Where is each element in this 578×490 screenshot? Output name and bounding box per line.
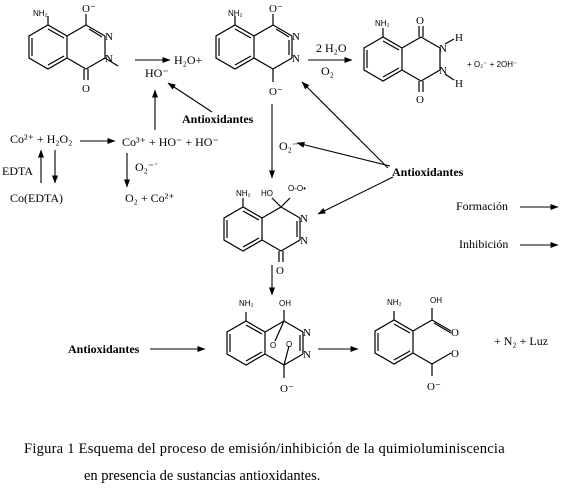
label-antioxidantes-right: Antioxidantes bbox=[392, 165, 464, 179]
reagent-2h2o: 2 H₂O bbox=[316, 41, 347, 55]
molecule-luminol-dianion bbox=[215, 14, 293, 82]
legend-inhibicion: Inhibición bbox=[459, 237, 508, 251]
product-o2-oh: + O₂⁻ + 2OH⁻ bbox=[467, 60, 517, 69]
atom-nh2: NH₂ bbox=[387, 298, 402, 307]
atom-o-minus: O⁻ bbox=[82, 3, 96, 15]
arrow-inhibit-o2 bbox=[296, 141, 391, 167]
atom-nh2: NH₂ bbox=[375, 19, 390, 28]
atom-nh2: NH₂ bbox=[236, 189, 251, 198]
caption-line-1: Figura 1 Esquema del proceso de emisión/… bbox=[24, 441, 505, 457]
atom-n: N bbox=[292, 31, 300, 43]
caption-line-2: en presencia de sustancias antioxidantes… bbox=[84, 468, 321, 484]
atom-h: H bbox=[455, 32, 463, 44]
atom-o: O bbox=[82, 83, 90, 95]
atom-o-minus: O⁻ bbox=[269, 3, 283, 15]
molecule-endoperoxide bbox=[226, 310, 304, 378]
product-o2: O₂ bbox=[321, 64, 334, 78]
molecule-hydroperoxide bbox=[223, 197, 301, 262]
atom-n: N bbox=[439, 43, 447, 55]
reagent-co2-h2o2: Co²⁺ + H₂O₂ bbox=[10, 132, 72, 146]
atom-n: N bbox=[303, 349, 311, 361]
atom-o: O bbox=[286, 340, 292, 349]
molecule-luminol-anion bbox=[28, 14, 119, 80]
atom-o: O bbox=[270, 341, 276, 350]
atom-oh: OH bbox=[430, 296, 442, 305]
product-h2o: H₂O+ bbox=[174, 53, 203, 67]
intermediate-co3-ho: Co³⁺ + HO⁻ + HO⁻ bbox=[122, 135, 219, 149]
molecule-luminol bbox=[363, 26, 455, 92]
atom-nh2: NH₂ bbox=[33, 9, 48, 18]
reagent-ho-minus: HO⁻ bbox=[145, 66, 169, 80]
atom-nh2: NH₂ bbox=[228, 9, 243, 18]
atom-o: O bbox=[451, 348, 459, 360]
atom-n: N bbox=[105, 31, 113, 43]
atom-n: N bbox=[105, 53, 113, 65]
species-o2-radical-mid: O₂⁻ bbox=[279, 139, 298, 153]
arrow-inhibit-dianion bbox=[301, 81, 389, 169]
atom-o-minus: O⁻ bbox=[269, 86, 283, 98]
label-antioxidantes-top: Antioxidantes bbox=[182, 112, 254, 126]
atom-oh: OH bbox=[279, 299, 291, 308]
species-o2-radical: O₂⁻˙ bbox=[135, 160, 158, 174]
atom-h: H bbox=[455, 78, 463, 90]
product-o2-co2: O₂ + Co²⁺ bbox=[125, 191, 175, 205]
atom-n: N bbox=[292, 53, 300, 65]
reaction-scheme: NH₂ O⁻ O N N NH₂ O⁻ O⁻ N N bbox=[2, 3, 559, 395]
atom-o: O bbox=[416, 15, 424, 27]
product-n2-light: + N₂ + Luz bbox=[494, 334, 548, 348]
reagent-edta: EDTA bbox=[2, 164, 33, 178]
atom-n: N bbox=[439, 65, 447, 77]
atom-o: O bbox=[276, 265, 284, 277]
atom-o-minus: O⁻ bbox=[280, 383, 294, 395]
atom-o-o-dot: O-O• bbox=[288, 184, 306, 193]
atom-ho: HO bbox=[261, 189, 273, 198]
atom-o-minus: O⁻ bbox=[427, 381, 441, 393]
molecule-aminophthalate bbox=[374, 308, 452, 376]
product-co-edta: Co(EDTA) bbox=[10, 191, 63, 205]
atom-o: O bbox=[451, 327, 459, 339]
atom-n: N bbox=[303, 327, 311, 339]
atom-n: N bbox=[300, 235, 308, 247]
atom-nh2: NH₂ bbox=[239, 299, 254, 308]
atom-n: N bbox=[300, 213, 308, 225]
label-antioxidantes-bottom: Antioxidantes bbox=[68, 342, 140, 356]
arrow-inhibit-hydroperoxide bbox=[317, 176, 394, 215]
atom-o: O bbox=[416, 94, 424, 106]
arrow-inhibit-ho bbox=[167, 82, 213, 113]
figure-caption: Figura 1 Esquema del proceso de emisión/… bbox=[24, 436, 574, 490]
legend-formacion: Formación bbox=[456, 199, 508, 213]
